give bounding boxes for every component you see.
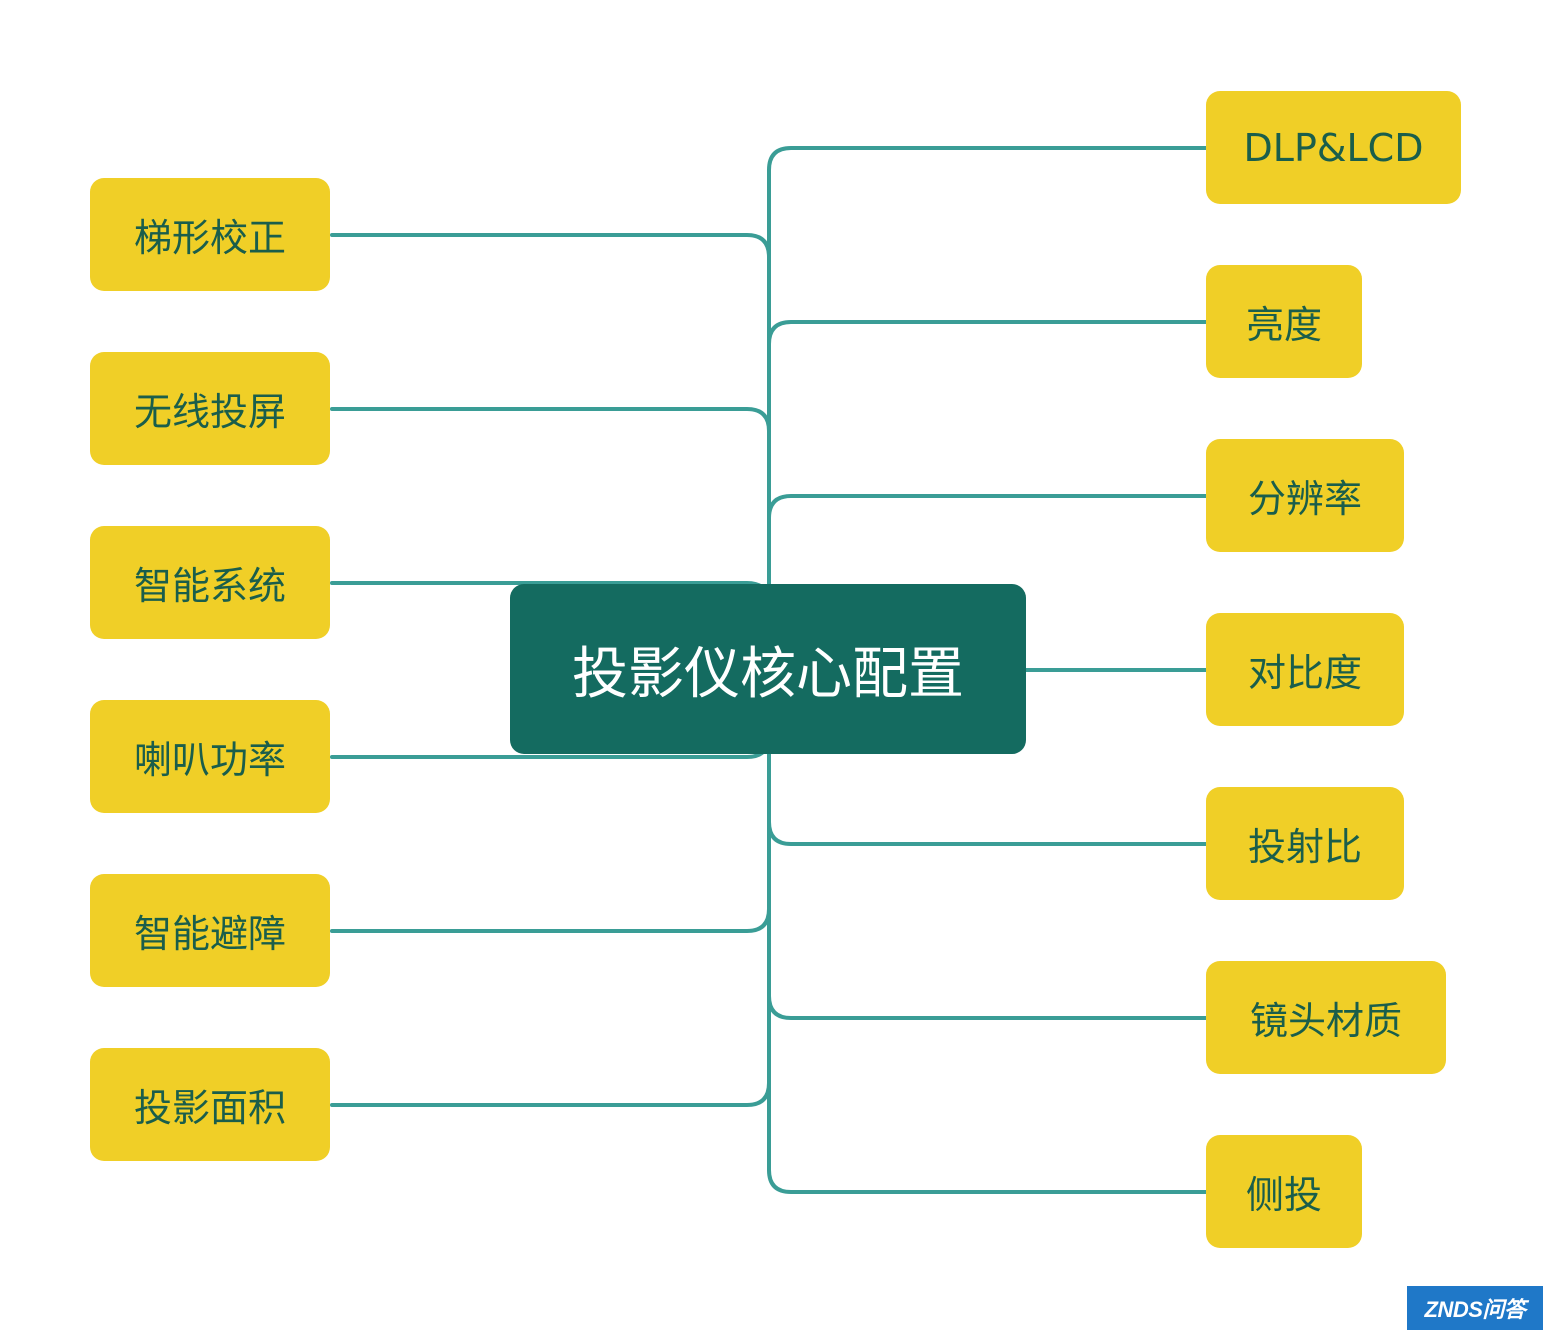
right-node-brightness: 亮度 (1206, 265, 1362, 378)
node-label: 亮度 (1245, 303, 1322, 347)
left-node-smart-system: 智能系统 (90, 526, 330, 639)
connector-left-1 (330, 407, 771, 433)
connector-left-4 (330, 907, 771, 933)
right-node-contrast: 对比度 (1206, 613, 1404, 726)
left-node-projection-area: 投影面积 (90, 1048, 330, 1161)
node-label: 投射比 (1247, 825, 1362, 869)
left-node-obstacle-avoidance: 智能避障 (90, 874, 330, 987)
connector-right-4 (767, 820, 1208, 846)
center-node: 投影仪核心配置 (510, 584, 1026, 754)
node-label: 梯形校正 (133, 216, 286, 260)
logo-text: ZNDS问答 (1424, 1297, 1526, 1322)
right-node-resolution: 分辨率 (1206, 439, 1404, 552)
node-label: 无线投屏 (133, 390, 286, 434)
node-label: DLP&LCD (1243, 125, 1424, 170)
node-label: 镜头材质 (1249, 999, 1402, 1043)
node-label: 投影面积 (133, 1086, 286, 1130)
node-label: 分辨率 (1247, 477, 1362, 521)
center-label: 投影仪核心配置 (572, 641, 964, 707)
node-label: 智能避障 (133, 912, 286, 956)
node-label: 侧投 (1245, 1173, 1322, 1217)
node-label: 智能系统 (133, 564, 286, 608)
right-node-dlp-lcd: DLP&LCD (1206, 91, 1461, 204)
connector-left-0 (330, 233, 771, 259)
right-node-side-projection: 侧投 (1206, 1135, 1362, 1248)
connector-right-0 (767, 146, 1208, 172)
connector-left-5 (330, 1081, 771, 1107)
connector-right-1 (767, 320, 1208, 346)
znds-logo: ZNDS问答 (1407, 1286, 1543, 1330)
right-node-lens-material: 镜头材质 (1206, 961, 1446, 1074)
left-node-wireless-cast: 无线投屏 (90, 352, 330, 465)
connector-right-6 (767, 1168, 1208, 1194)
connector-right-5 (767, 994, 1208, 1020)
node-label: 对比度 (1247, 651, 1362, 695)
left-node-speaker-power: 喇叭功率 (90, 700, 330, 813)
left-node-keystone: 梯形校正 (90, 178, 330, 291)
connector-right-2 (767, 494, 1208, 520)
right-node-throw-ratio: 投射比 (1206, 787, 1404, 900)
node-label: 喇叭功率 (133, 738, 286, 782)
